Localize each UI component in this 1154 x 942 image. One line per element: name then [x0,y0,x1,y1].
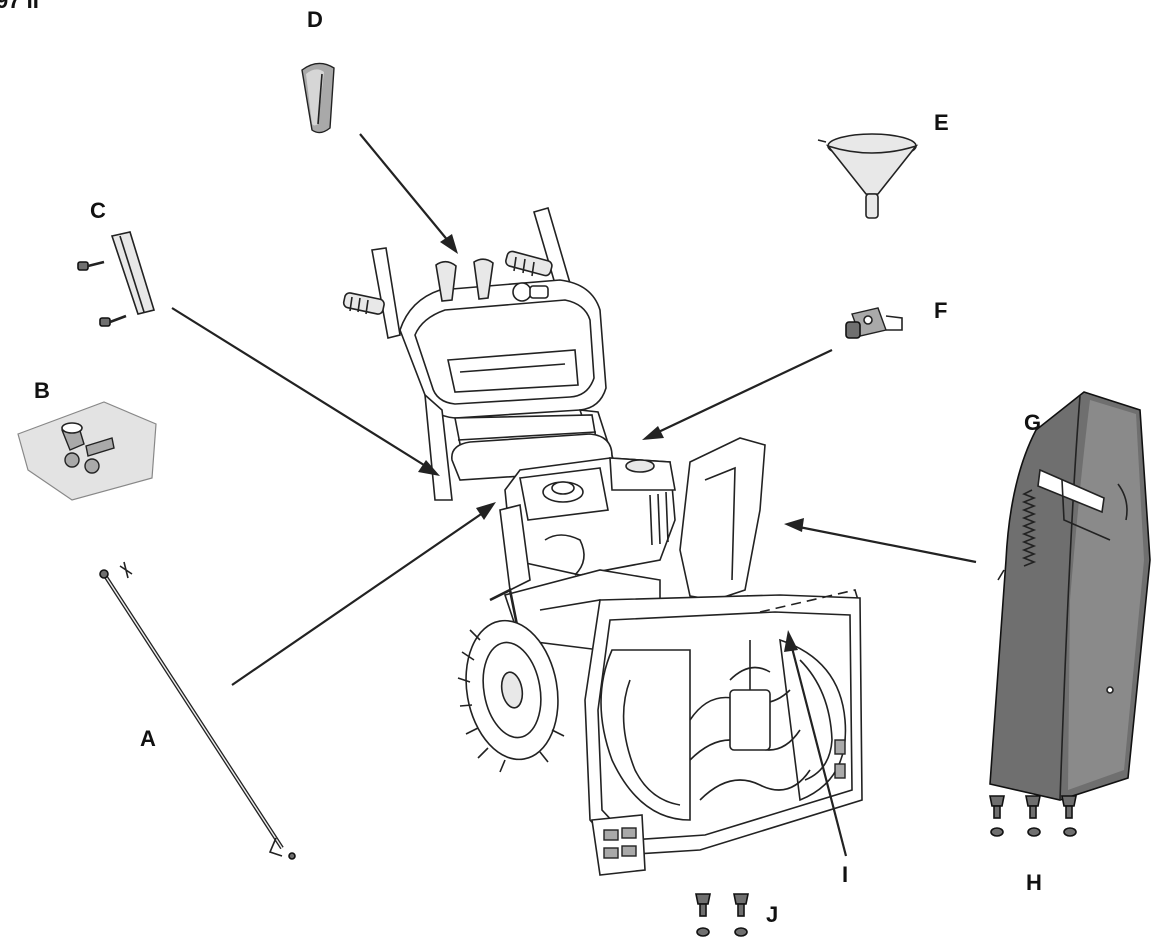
corner-text: 97 II [0,0,39,13]
hardware-bag-icon [17,401,157,501]
bolts-and-nuts-icon [989,795,1077,837]
label-b: B [34,378,50,403]
auger-housing-icon [584,589,863,876]
label-e: E [934,110,949,135]
left-hand-grip-icon [342,292,385,315]
funnel-icon [817,133,919,219]
label-h: H [1026,870,1042,895]
bolt-icon [77,260,105,271]
arrow-g [784,518,977,564]
chute-control-rod-icon [99,561,296,860]
ignition-key-icon [845,307,903,339]
right-hand-grip-icon [505,250,553,277]
wheel-icon [457,619,565,773]
label-j: J [766,902,778,927]
shift-lever-knob-icon [301,62,335,134]
arrow-f [642,349,833,440]
engine-icon [499,457,676,592]
snow-blower-icon [342,207,863,876]
label-d: D [307,7,323,32]
arrow-i [784,630,848,857]
label-c: C [90,198,106,223]
rail-and-bolts-icon [77,231,156,327]
label-f: F [934,298,947,323]
arrow-d [359,133,458,254]
bolts-and-nuts-icon [695,893,749,937]
discharge-chute-icon [989,391,1151,801]
label-a: A [140,726,156,751]
arrow-c [171,307,440,476]
label-g: G [1024,410,1041,435]
arrow-a [231,502,496,686]
arrows [171,133,977,857]
bolt-icon [99,314,127,327]
label-i: I [842,862,848,887]
